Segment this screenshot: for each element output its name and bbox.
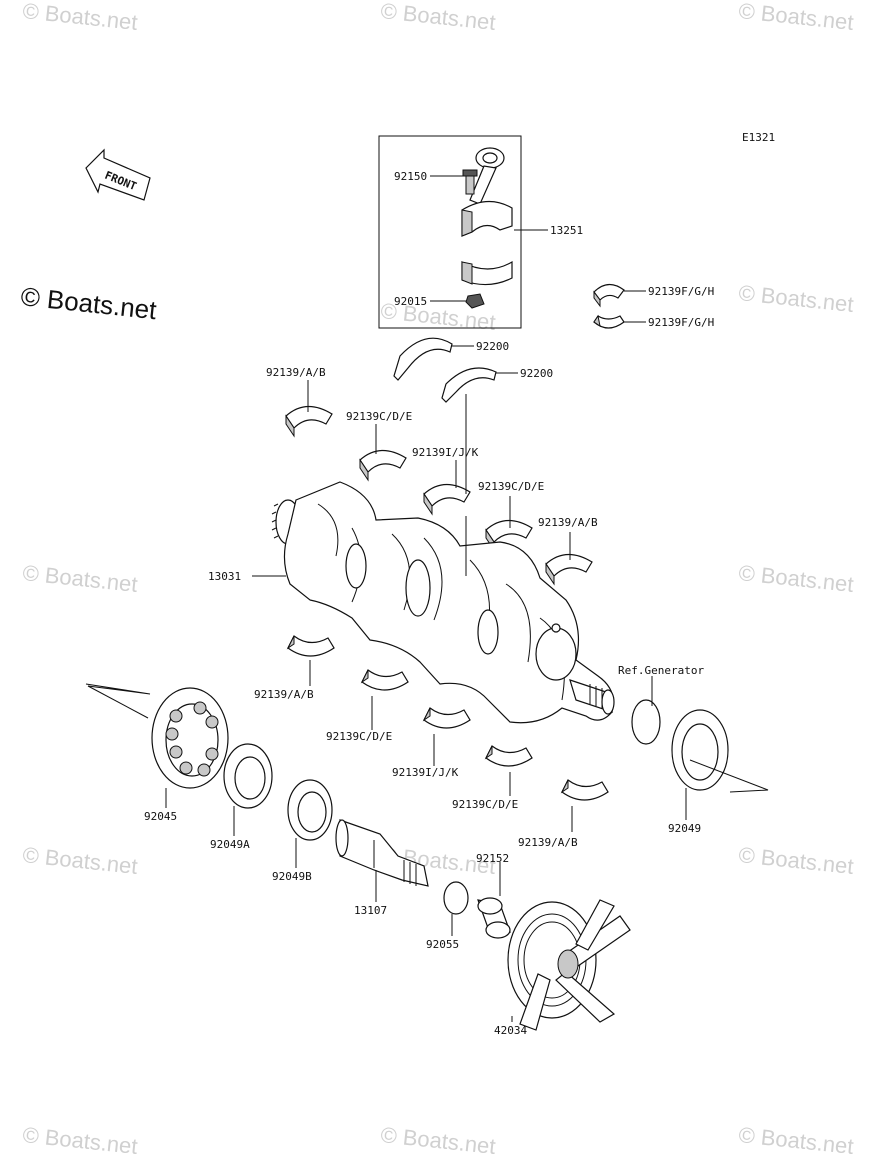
watermark: © Boats.net: [737, 280, 854, 317]
label-92139ab-4: 92139/A/B: [518, 836, 578, 849]
label-ref-generator: Ref.Generator: [618, 664, 704, 677]
watermark: © Boats.net: [21, 842, 138, 879]
bearing-shell: [484, 745, 533, 767]
label-92055: 92055: [426, 938, 459, 951]
label-92139cde-2: 92139C/D/E: [478, 480, 544, 493]
rod-bolt: [462, 169, 478, 195]
bearing-shell: [593, 283, 625, 308]
o-ring-92055: [443, 881, 469, 915]
label-92139cde-3: 92139C/D/E: [326, 730, 392, 743]
label-92152: 92152: [476, 852, 509, 865]
label-92200-lower: 92200: [520, 367, 553, 380]
label-92139fgh-upper: 92139F/G/H: [648, 285, 714, 298]
watermark: © Boats.net: [21, 560, 138, 597]
watermark: © Boats.net: [379, 0, 496, 35]
rod-cap: [461, 260, 513, 286]
label-92049: 92049: [668, 822, 701, 835]
label-13031: 13031: [208, 570, 241, 583]
label-13251: 13251: [550, 224, 583, 237]
label-13107: 13107: [354, 904, 387, 917]
rod-nut: [465, 293, 485, 309]
label-92139fgh-lower: 92139F/G/H: [648, 316, 714, 329]
oil-seal-92049a: [223, 743, 273, 809]
thrust-washer: [393, 337, 453, 381]
label-92045: 92045: [144, 810, 177, 823]
o-ring-generator: [631, 699, 661, 745]
bearing-shell: [423, 483, 471, 516]
label-92139cde-1: 92139C/D/E: [346, 410, 412, 423]
label-92049a: 92049A: [210, 838, 250, 851]
bearing-shell: [359, 449, 407, 482]
connecting-rod: [461, 147, 513, 237]
watermark: © Boats.net: [379, 1122, 496, 1159]
label-92139ijk-2: 92139I/J/K: [392, 766, 459, 779]
label-92200-upper: 92200: [476, 340, 509, 353]
main-watermark: © Boats.net: [19, 281, 158, 325]
oil-seal-92049b: [287, 779, 333, 841]
thrust-washer: [441, 367, 497, 403]
bearing-shell: [545, 553, 593, 586]
label-92139ab-3: 92139/A/B: [254, 688, 314, 701]
label-92139ab-2: 92139/A/B: [538, 516, 598, 529]
drive-shaft: [335, 819, 429, 887]
watermark: © Boats.net: [737, 1122, 854, 1159]
ball-bearing: [151, 687, 229, 789]
crankshaft: [271, 481, 615, 724]
part-labels: 92150 13251 92015 92139F/G/H 92139F/G/H …: [144, 170, 714, 1037]
conrod-group-box: [378, 135, 522, 329]
watermark: © Boats.net: [737, 0, 854, 35]
bearing-shell: [360, 669, 409, 691]
collar-92152: [477, 897, 511, 939]
bearing-shell: [560, 779, 609, 801]
watermark: © Boats.net: [21, 0, 138, 35]
diagram-code: E1321: [742, 131, 775, 144]
impeller: [507, 899, 631, 1031]
label-92015: 92015: [394, 295, 427, 308]
label-92049b: 92049B: [272, 870, 312, 883]
label-92139ab-1: 92139/A/B: [266, 366, 326, 379]
bearing-shell: [286, 635, 335, 657]
bearing-shell: [422, 707, 471, 729]
watermark: © Boats.net: [737, 560, 854, 597]
oil-seal-92049: [671, 709, 729, 791]
label-92150: 92150: [394, 170, 427, 183]
watermark: © Boats.net: [737, 842, 854, 879]
front-arrow-icon: FRONT: [85, 148, 151, 201]
label-42034: 42034: [494, 1024, 527, 1037]
watermark: © Boats.net: [21, 1122, 138, 1159]
leader-lines: [85, 175, 769, 1022]
label-92139cde-4: 92139C/D/E: [452, 798, 518, 811]
bearing-shell: [285, 405, 333, 438]
label-92139ijk-1: 92139I/J/K: [412, 446, 479, 459]
bearing-shell: [593, 314, 625, 329]
